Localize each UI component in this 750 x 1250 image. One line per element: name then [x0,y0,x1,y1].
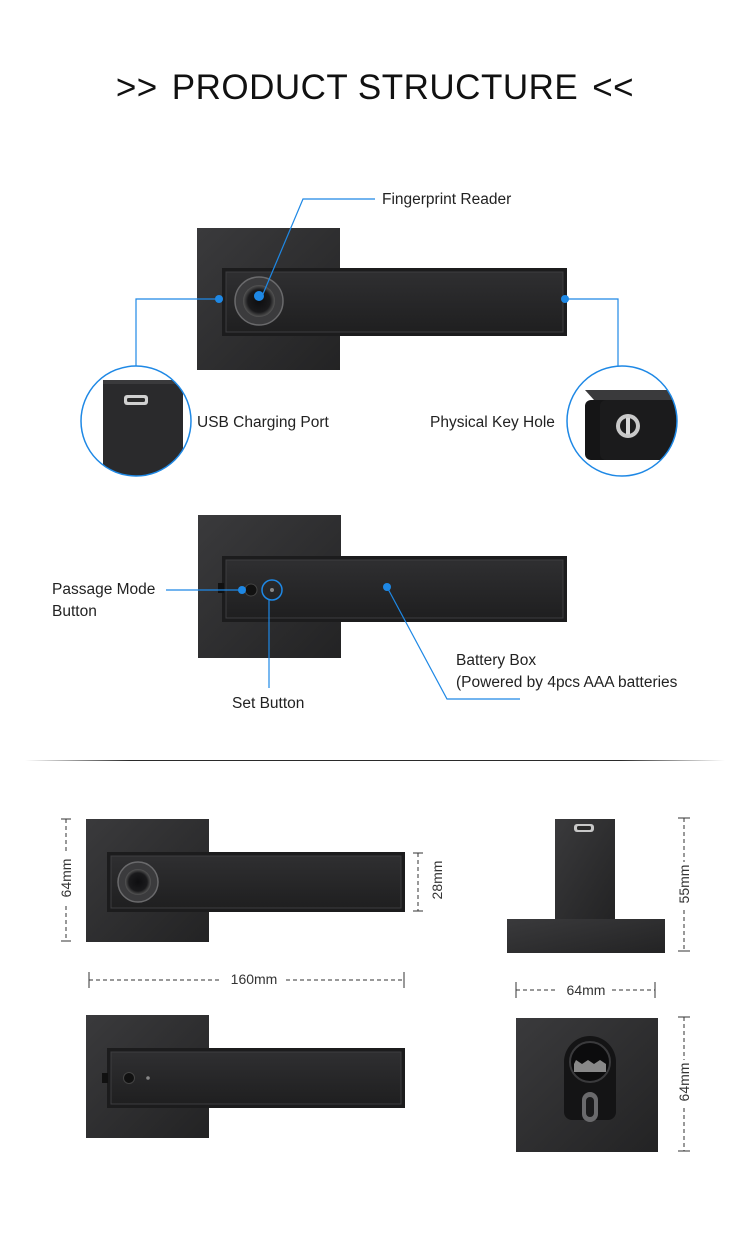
battery-box-label-line2: (Powered by 4pcs AAA batteries [456,674,678,691]
page-title: >> PRODUCT STRUCTURE << [0,68,750,108]
back-height-dimension: 64mm [676,1062,692,1102]
set-button-label: Set Button [232,695,305,712]
dimension-side-view [507,819,665,953]
title-text: PRODUCT STRUCTURE [171,68,579,107]
lever-height-dimension: 28mm [429,860,445,900]
usb-charging-port-label: USB Charging Port [197,414,329,431]
dimension-rear-view [516,1018,658,1152]
physical-key-hole-label: Physical Key Hole [430,414,555,431]
title-right-marker: << [592,68,635,107]
side-width-dimension: 64mm [566,982,606,998]
total-length-dimension: 160mm [230,971,278,987]
side-height-dimension: 55mm [676,864,692,904]
passage-mode-button-icon [244,583,258,597]
back-view-lock [198,515,567,658]
dimension-front-view [86,819,405,942]
title-left-marker: >> [115,68,158,107]
key-hole-magnifier [566,365,678,477]
passage-mode-label-line2: Button [52,603,97,620]
rose-height-dimension: 64mm [58,858,74,898]
set-button-icon [270,588,274,592]
front-view-lock [197,228,567,370]
battery-box-label-line1: Battery Box [456,652,537,669]
fingerprint-reader-label: Fingerprint Reader [382,191,512,208]
usb-port-magnifier [80,365,192,477]
passage-mode-label-line1: Passage Mode [52,581,156,598]
section-divider [25,760,725,761]
dimension-back-view [86,1015,405,1138]
